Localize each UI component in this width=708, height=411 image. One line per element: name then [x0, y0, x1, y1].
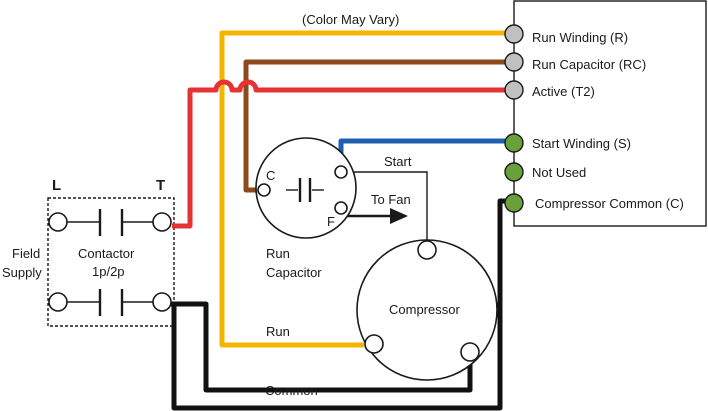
- field-supply-line1: Field: [12, 246, 40, 261]
- color-may-vary-note: (Color May Vary): [302, 12, 399, 27]
- contactor-terminal-t1: [152, 212, 172, 232]
- compressor-body: [356, 239, 498, 381]
- to-fan-arrowhead: [390, 208, 408, 224]
- wire-red-active: [172, 79, 512, 229]
- to-fan-label: To Fan: [371, 192, 411, 207]
- terminal-block: [513, 0, 707, 227]
- label-t: T: [156, 177, 165, 194]
- common-label: Common: [265, 383, 318, 398]
- terminal-dot-not-used: [504, 162, 524, 182]
- contactor-terminal-l1: [48, 212, 68, 232]
- wire-brown-run-capacitor: [243, 59, 512, 193]
- terminal-label-compressor-common: Compressor Common (C): [535, 196, 684, 211]
- run-capacitor-name-line1: Run: [266, 246, 290, 261]
- compressor-terminal-common: [460, 342, 480, 362]
- compressor-name: Compressor: [389, 302, 460, 317]
- capacitor-terminal-c: [257, 183, 271, 197]
- terminal-dot-run-winding: [504, 24, 524, 44]
- capacitor-terminal-herm: [334, 165, 348, 179]
- terminal-dot-start-winding: [504, 133, 524, 153]
- wire-black-common: [171, 198, 512, 411]
- capacitor-terminal-f: [334, 201, 348, 215]
- run-capacitor-name-line2: Capacitor: [266, 265, 322, 280]
- terminal-dot-compressor-common: [504, 193, 524, 213]
- terminal-label-run-capacitor: Run Capacitor (RC): [532, 57, 646, 72]
- wire-black-compressor-common: [170, 301, 473, 393]
- contactor-terminal-t2: [152, 292, 172, 312]
- wire-blue-start-winding: [338, 138, 512, 168]
- wire-start-thin: [348, 171, 428, 242]
- capacitor-label-c: C: [266, 168, 275, 183]
- compressor-terminal-run: [364, 334, 384, 354]
- run-label: Run: [266, 324, 290, 339]
- contactor-terminal-l2: [48, 292, 68, 312]
- capacitor-label-f: F: [327, 214, 335, 229]
- terminal-label-start-winding: Start Winding (S): [532, 136, 631, 151]
- wire-yellow-run: [219, 30, 512, 348]
- terminal-dot-active: [504, 80, 524, 100]
- label-l: L: [52, 177, 61, 194]
- contactor-enclosure: [47, 197, 175, 327]
- terminal-label-active: Active (T2): [532, 84, 595, 99]
- field-supply-line2: Supply: [2, 265, 42, 280]
- run-capacitor-body: [255, 137, 357, 239]
- terminal-dot-run-capacitor: [504, 52, 524, 72]
- to-fan-arrow: [346, 208, 392, 218]
- terminal-label-not-used: Not Used: [532, 165, 586, 180]
- terminal-label-run-winding: Run Winding (R): [532, 30, 628, 45]
- start-label: Start: [384, 154, 412, 169]
- contactor-name-line2: 1p/2p: [92, 264, 125, 279]
- contactor-name-line1: Contactor: [78, 246, 135, 261]
- compressor-terminal-start: [417, 240, 437, 260]
